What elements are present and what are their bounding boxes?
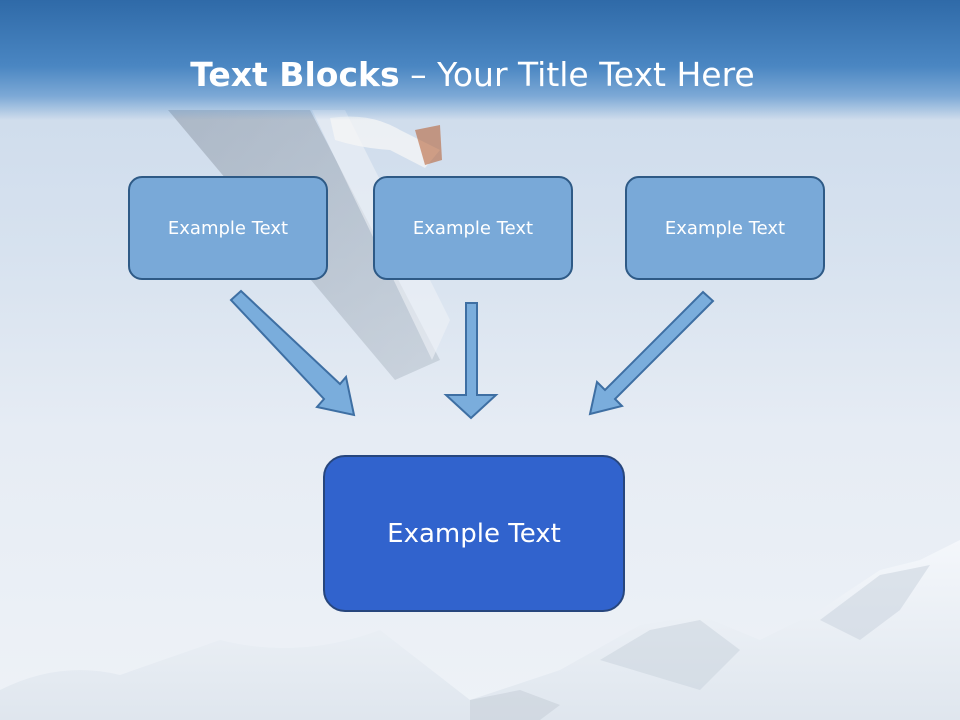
text-block-left: Example Text [128, 176, 328, 280]
text-block-right: Example Text [625, 176, 825, 280]
arrow-right-diagonal [588, 290, 715, 416]
arrow-center-down [443, 302, 499, 420]
slide-title: Text Blocks – Your Title Text Here [0, 52, 945, 98]
title-rest: Your Title Text Here [437, 55, 755, 94]
text-block-center: Example Text [373, 176, 573, 280]
main-text-block: Example Text [323, 455, 625, 612]
title-bar [0, 0, 960, 120]
arrow-left-diagonal [229, 289, 356, 417]
title-bold-part: Text Blocks [190, 55, 400, 94]
title-dash: – [399, 55, 438, 94]
